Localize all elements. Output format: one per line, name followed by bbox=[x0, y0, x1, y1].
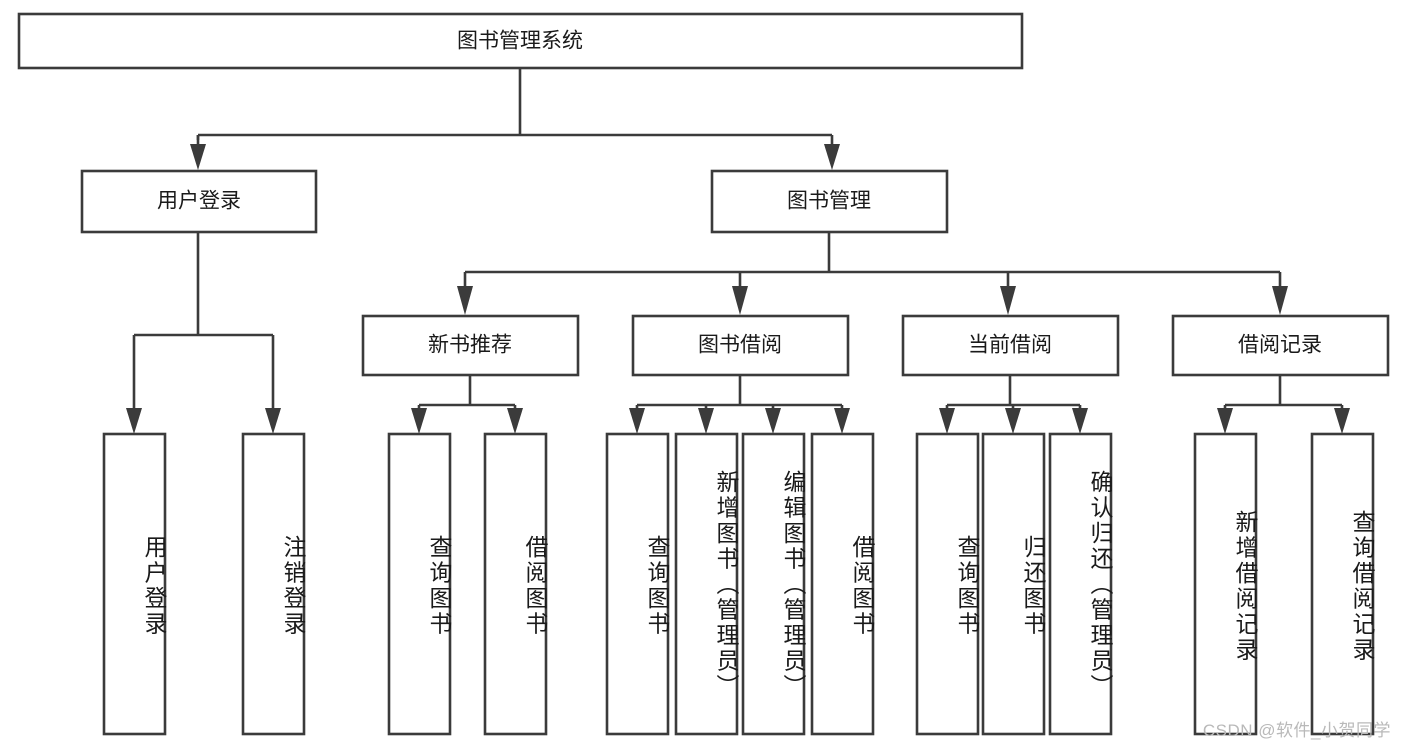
node-box-leaf-query-book-1[interactable] bbox=[387, 432, 452, 736]
arrow-head-leaf-user-login bbox=[126, 408, 142, 434]
connector-group-current-borrow-children bbox=[939, 375, 1088, 434]
node-box-borrow-record[interactable] bbox=[1171, 314, 1390, 377]
node-label-borrow-record: 借阅记录 bbox=[1238, 334, 1322, 357]
arrow-head-leaf-return-book bbox=[1005, 408, 1021, 434]
node-box-leaf-confirm-return[interactable] bbox=[1048, 432, 1113, 736]
arrow-head-borrow-record bbox=[1272, 286, 1288, 315]
arrow-head-new-book-recommend bbox=[457, 286, 473, 315]
node-label-root: 图书管理系统 bbox=[457, 30, 583, 53]
arrow-head-leaf-edit-book bbox=[765, 408, 781, 434]
arrow-head-leaf-user-logout bbox=[265, 408, 281, 434]
node-box-leaf-borrow-book-1[interactable] bbox=[483, 432, 548, 736]
connector-group-user-login-children bbox=[126, 232, 281, 434]
node-label-user-login: 用户登录 bbox=[157, 190, 241, 213]
arrow-head-user-login bbox=[190, 144, 206, 170]
connector-group-root-to-level1 bbox=[190, 68, 840, 170]
node-label-book-borrow: 图书借阅 bbox=[698, 334, 782, 357]
arrow-head-leaf-add-book bbox=[698, 408, 714, 434]
node-box-leaf-add-record[interactable] bbox=[1193, 432, 1258, 736]
arrow-head-current-borrow bbox=[1000, 286, 1016, 315]
node-box-leaf-query-record[interactable] bbox=[1310, 432, 1375, 736]
arrow-head-leaf-borrow-book-2 bbox=[834, 408, 850, 434]
arrow-head-leaf-query-record bbox=[1334, 408, 1350, 434]
node-box-root[interactable] bbox=[17, 12, 1024, 70]
connector-group-borrow-record-children bbox=[1217, 375, 1350, 434]
node-box-leaf-edit-book[interactable] bbox=[741, 432, 806, 736]
connector-group-new-book-recommend-children bbox=[411, 375, 523, 434]
arrow-head-leaf-query-book-3 bbox=[939, 408, 955, 434]
node-box-book-management[interactable] bbox=[710, 169, 949, 234]
node-box-user-login[interactable] bbox=[80, 169, 318, 234]
node-box-leaf-add-book[interactable] bbox=[674, 432, 739, 736]
node-label-current-borrow: 当前借阅 bbox=[968, 334, 1052, 357]
node-box-leaf-borrow-book-2[interactable] bbox=[810, 432, 875, 736]
arrow-head-leaf-query-book-1 bbox=[411, 408, 427, 434]
arrow-head-book-management bbox=[824, 144, 840, 170]
node-box-leaf-query-book-3[interactable] bbox=[915, 432, 980, 736]
arrow-head-leaf-borrow-book-1 bbox=[507, 408, 523, 434]
node-box-current-borrow[interactable] bbox=[901, 314, 1120, 377]
arrow-head-leaf-add-record bbox=[1217, 408, 1233, 434]
node-box-leaf-return-book[interactable] bbox=[981, 432, 1046, 736]
node-label-new-book-recommend: 新书推荐 bbox=[428, 334, 512, 357]
node-box-book-borrow[interactable] bbox=[631, 314, 850, 377]
node-label-book-management: 图书管理 bbox=[787, 190, 871, 213]
connector-group-book-management-children bbox=[457, 232, 1288, 315]
watermark-text: CSDN @软件_小贺同学 bbox=[1202, 721, 1391, 740]
connector-group-book-borrow-children bbox=[629, 375, 850, 434]
arrow-head-book-borrow bbox=[732, 286, 748, 315]
node-box-new-book-recommend[interactable] bbox=[361, 314, 580, 377]
arrow-head-leaf-confirm-return bbox=[1072, 408, 1088, 434]
node-box-leaf-user-logout[interactable] bbox=[241, 432, 306, 736]
node-box-leaf-query-book-2[interactable] bbox=[605, 432, 670, 736]
arrow-head-leaf-query-book-2 bbox=[629, 408, 645, 434]
node-box-leaf-user-login[interactable] bbox=[102, 432, 167, 736]
